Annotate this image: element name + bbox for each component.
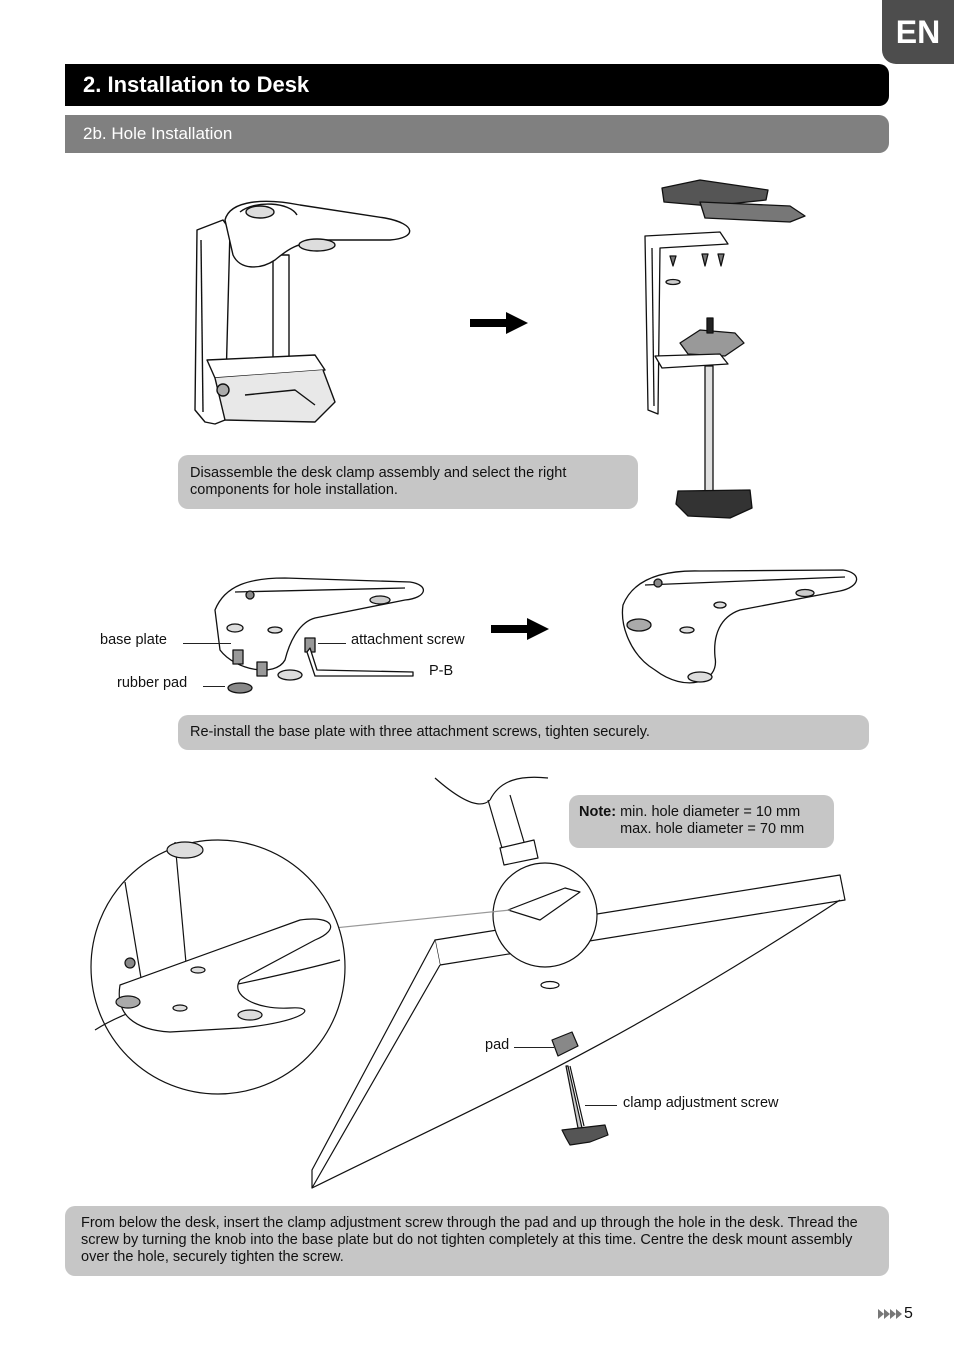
section-title: 2. Installation to Desk bbox=[65, 64, 889, 106]
step1-instruction: Disassemble the desk clamp assembly and … bbox=[178, 455, 638, 509]
label-rubber-pad: rubber pad bbox=[117, 675, 188, 691]
desk-hole-installation-illustration bbox=[90, 776, 846, 1189]
label-clamp-adjustment-screw: clamp adjustment screw bbox=[623, 1095, 779, 1111]
desk-clamp-assembly-illustration bbox=[194, 200, 411, 425]
label-attachment-screw: attachment screw bbox=[351, 632, 465, 648]
hole-diameter-note: Note: min. hole diameter = 10 mm max. ho… bbox=[569, 795, 834, 848]
label-pad: pad bbox=[485, 1037, 510, 1053]
label-base-plate: base plate bbox=[100, 632, 167, 648]
step2-instruction: Re-install the base plate with three att… bbox=[178, 715, 869, 750]
label-p-b: P-B bbox=[429, 663, 454, 679]
step1-instruction-text: Disassemble the desk clamp assembly and … bbox=[190, 465, 567, 498]
base-plate-assembly-illustration bbox=[214, 577, 424, 694]
language-tab: EN bbox=[882, 0, 954, 64]
page-footer: 5 bbox=[878, 1305, 913, 1323]
step2-instruction-text: Re-install the base plate with three att… bbox=[190, 724, 650, 740]
disassembled-components-illustration bbox=[644, 179, 806, 519]
subsection-title: 2b. Hole Installation bbox=[65, 115, 889, 153]
page-arrows-icon bbox=[878, 1309, 902, 1319]
assembled-base-plate-illustration bbox=[621, 569, 858, 684]
note-max-diameter: max. hole diameter = 70 mm bbox=[620, 821, 805, 837]
page-number: 5 bbox=[904, 1305, 913, 1322]
step3-instruction-text: From below the desk, insert the clamp ad… bbox=[81, 1215, 858, 1265]
note-min-diameter: min. hole diameter = 10 mm bbox=[620, 804, 801, 820]
arrow-icon bbox=[491, 618, 549, 640]
step3-instruction: From below the desk, insert the clamp ad… bbox=[65, 1206, 889, 1276]
arrow-icon bbox=[470, 312, 528, 334]
note-label: Note: bbox=[579, 804, 617, 820]
